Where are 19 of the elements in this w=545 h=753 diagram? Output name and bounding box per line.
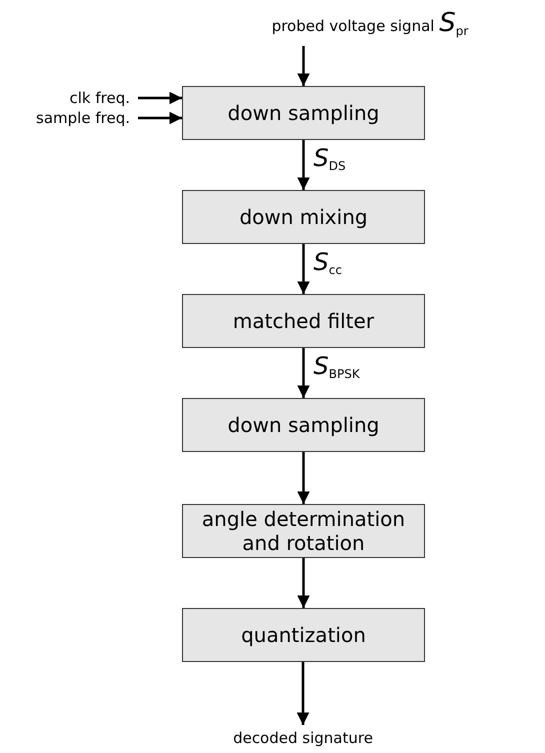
arrow [297, 244, 310, 294]
process-box: matched filter [182, 294, 425, 348]
arrow [297, 140, 310, 190]
arrow [138, 112, 182, 124]
signal-label: probed voltage signal S$_{pr}$ [272, 8, 468, 38]
process-box: down sampling [182, 398, 425, 452]
arrow [297, 558, 310, 608]
signal-label: decoded signature [233, 729, 373, 747]
arrow [297, 348, 310, 398]
process-box: quantization [182, 608, 425, 662]
process-box: down mixing [182, 190, 425, 244]
arrow [296, 662, 310, 725]
arrow [297, 46, 310, 86]
arrow [138, 92, 182, 104]
process-box: down sampling [182, 86, 425, 140]
process-box: angle determination and rotation [182, 504, 425, 558]
signal-label: clk freq. [69, 89, 130, 107]
arrow [297, 452, 310, 504]
signal-label: sample freq. [36, 109, 130, 127]
